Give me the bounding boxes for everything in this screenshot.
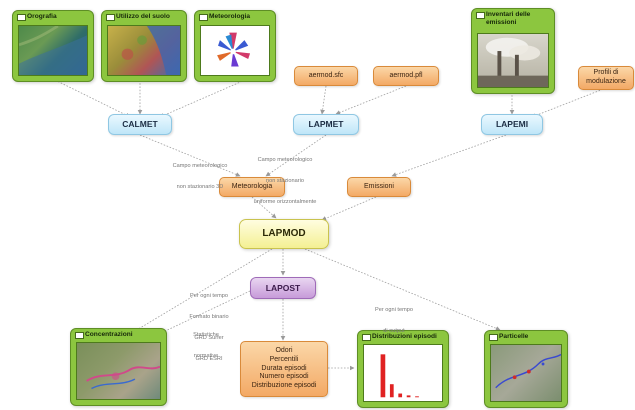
panel-meteorologia[interactable]: Meteorologia <box>194 10 276 82</box>
checkbox-icon <box>476 12 485 19</box>
panel-title: Concentrazioni <box>85 331 133 338</box>
particles-map-image <box>490 344 562 402</box>
edge-label-calmet: Campo meteorologico non stazionario 3D <box>160 149 240 198</box>
distribution-histogram-image <box>363 344 443 402</box>
panel-title: Distribuzioni episodi <box>372 333 437 340</box>
edge-meteo-calmet <box>159 79 246 118</box>
edge-label-line: non stazionario <box>266 177 304 184</box>
aermod-sfc-node[interactable]: aermod.sfc <box>294 66 358 86</box>
meteorologia-node[interactable]: Meteorologia <box>219 177 285 197</box>
edge-lapmet-meteorologia <box>265 134 327 177</box>
edge-emissioni-lapmod <box>321 196 377 221</box>
edge-label-line: non stazionario 3D <box>176 183 224 190</box>
lapmod-node[interactable]: LAPMOD <box>239 219 329 249</box>
edge-orografia-calmet <box>54 79 131 118</box>
panel-orografia[interactable]: Orografia <box>12 10 94 82</box>
output-item: Distribuzione episodi <box>251 382 317 390</box>
edge-label-line: Campo meteorologico <box>172 162 228 169</box>
edge-label-lapmod-concentrazioni: Per ogni tempo Formato binario GRD Surfe… <box>178 279 240 370</box>
panel-title: Meteorologia <box>209 13 251 20</box>
checkbox-icon <box>106 14 115 21</box>
edge-label-particelle: Per ogni tempo di output <box>366 293 422 342</box>
land-use-map-image <box>107 25 181 76</box>
panel-distribuzioni-episodi[interactable]: Distribuzioni episodi <box>357 330 449 408</box>
edge-label-line: GRD Surfer <box>194 334 224 341</box>
edge-meteorologia-lapmod <box>251 196 277 219</box>
panel-concentrazioni[interactable]: Concentrazioni <box>70 328 167 406</box>
calmet-node[interactable]: CALMET <box>108 114 172 135</box>
panel-inventari-emissioni[interactable]: Inventari delle emissioni <box>471 8 555 94</box>
lapmet-node[interactable]: LAPMET <box>293 114 359 135</box>
edge-label-line: uniforme orizzontalmente <box>253 198 317 205</box>
lapemi-node[interactable]: LAPEMI <box>481 114 543 135</box>
panel-title: Utilizzo del suolo <box>116 13 170 20</box>
checkbox-icon <box>75 332 84 339</box>
edge-lapmod-concentrazioni <box>129 248 273 335</box>
panel-particelle[interactable]: Particelle <box>484 330 568 408</box>
edge-label-line: Formato binario <box>189 313 229 320</box>
concentration-map-image <box>76 342 161 400</box>
checkbox-icon <box>17 14 26 21</box>
edge-label-line: Campo meteorologico <box>257 156 313 163</box>
profili-modulazione-node[interactable]: Profili di modulazione <box>578 66 634 90</box>
output-item: Numero episodi <box>259 373 309 381</box>
edge-label-line: di output <box>383 327 405 334</box>
edge-sfc-lapmet <box>320 85 327 115</box>
edge-label-line: Per ogni tempo <box>190 292 228 299</box>
aermod-pfl-node[interactable]: aermod.pfl <box>373 66 439 86</box>
panel-utilizzo-suolo[interactable]: Utilizzo del suolo <box>101 10 187 82</box>
output-item: Odori <box>275 347 293 355</box>
checkbox-icon <box>362 334 371 341</box>
lapost-node[interactable]: LAPOST <box>250 277 316 299</box>
output-item: Percentili <box>269 355 299 363</box>
edge-lapemi-emissioni <box>391 134 507 177</box>
edge-label-lapost-concentrazioni: Statistiche normative <box>184 318 228 367</box>
edge-label-line: Statistiche <box>193 331 219 338</box>
terrain-map-image <box>18 25 88 76</box>
edge-label-lapmet: Campo meteorologico non stazionario unif… <box>240 143 330 213</box>
wind-rose-image <box>200 25 270 76</box>
edge-calmet-meteorologia <box>139 134 241 177</box>
panel-title: Orografia <box>27 13 57 20</box>
emission-stacks-image <box>477 33 549 88</box>
checkbox-icon <box>489 334 498 341</box>
output-list-node[interactable]: Odori Percentili Durata episodi Numero e… <box>240 341 328 397</box>
panel-title: Inventari delle emissioni <box>486 11 531 26</box>
edge-label-line: GRD ESRI <box>195 355 223 362</box>
edge-label-line: Per ogni tempo <box>375 306 413 313</box>
emissioni-node[interactable]: Emissioni <box>347 177 411 197</box>
edge-pfl-lapmet <box>335 85 407 115</box>
panel-title: Particelle <box>499 333 529 340</box>
checkbox-icon <box>199 14 208 21</box>
output-item: Durata episodi <box>261 364 307 372</box>
edge-label-line: normative <box>193 352 219 359</box>
edge-profili-lapemi <box>531 87 607 118</box>
